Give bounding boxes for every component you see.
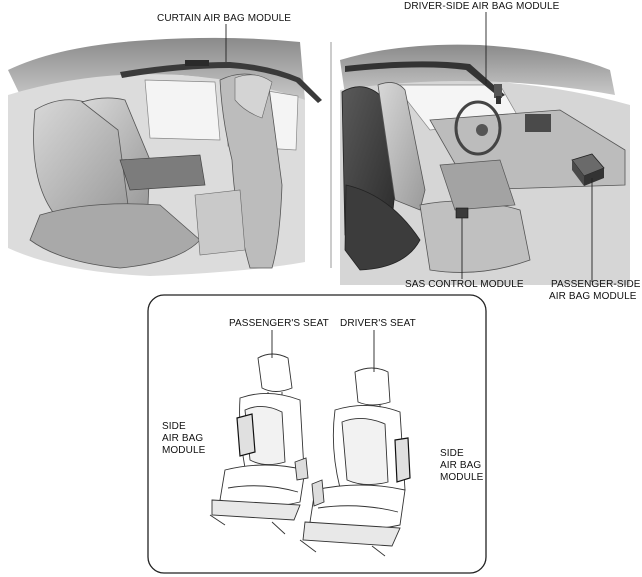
front-cabin-illustration [340, 44, 630, 285]
rear-cabin-illustration [8, 37, 322, 276]
sas-control-module-label: SAS CONTROL MODULE [405, 279, 524, 290]
passenger-side-airbag-label-line2: AIR BAG MODULE [549, 291, 637, 302]
side-airbag-left-line2: AIR BAG [162, 433, 204, 444]
side-airbag-left-line3: MODULE [162, 445, 206, 456]
drivers-seat-label: DRIVER'S SEAT [340, 318, 416, 329]
passengers-seat-label: PASSENGER'S SEAT [229, 318, 329, 329]
driver-seat-illustration [299, 367, 411, 557]
passenger-side-airbag-label-line1: PASSENGER-SIDE [551, 279, 641, 290]
sas-control-module-shape [455, 207, 469, 219]
driver-side-airbag-label: DRIVER-SIDE AIR BAG MODULE [404, 1, 560, 12]
side-airbag-left-line1: SIDE [162, 421, 186, 432]
side-airbag-right-line1: SIDE [440, 448, 464, 459]
curtain-airbag-label: CURTAIN AIR BAG MODULE [157, 13, 292, 24]
side-airbag-right-line3: MODULE [440, 472, 484, 483]
side-airbag-right-line2: AIR BAG [440, 460, 482, 471]
passenger-seat-illustration [209, 353, 309, 535]
